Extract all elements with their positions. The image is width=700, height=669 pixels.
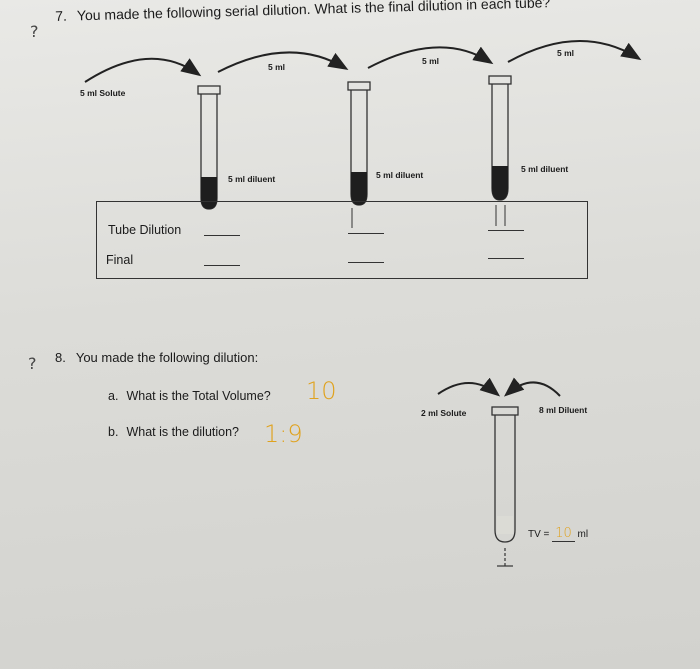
question-8-number: 8. [55,350,66,365]
solute-arrow [437,377,501,397]
row-label-tube-dilution: Tube Dilution [108,223,182,237]
q8-solute-label: 2 ml Solute [421,408,467,418]
test-tube-q8 [491,406,519,567]
transfer-label-2: 5 ml [422,56,440,66]
test-tube-3 [488,75,512,201]
q8-diluent-label: 8 ml Diluent [539,405,588,415]
tv-value: 10 [552,526,575,542]
blank-final-2[interactable] [348,262,384,263]
question-8b-letter: b. [108,425,119,439]
blank-tube-dilution-3[interactable] [488,230,524,231]
transfer-label-1: 5 ml [268,62,286,72]
question-8a: a. What is the Total Volume? [108,389,271,403]
question-8a-letter: a. [108,389,119,403]
question-8-text: You made the following dilution: [75,350,259,365]
blank-tube-dilution-1[interactable] [204,235,240,236]
dilution-table [96,201,588,279]
total-volume: TV = 10 ml [528,526,589,542]
question-8a-text: What is the Total Volume? [126,389,271,403]
question-8b-text: What is the dilution? [126,425,239,439]
test-tube-1 [197,85,221,210]
answer-8b: 1:9 [264,420,303,448]
solute-label: 5 ml Solute [80,88,126,98]
blank-final-1[interactable] [204,265,240,266]
test-tube-2 [347,81,371,206]
row-label-final: Final [106,253,134,267]
question-mark-8: ? [28,354,37,373]
diluent-label-1: 5 ml diluent [228,174,276,184]
diluent-label-3: 5 ml diluent [521,164,569,174]
tv-label: TV = [528,529,550,540]
transfer-arrow-1 [84,57,202,83]
diluent-arrow [503,377,561,397]
transfer-arrow-2 [217,51,349,73]
blank-final-3[interactable] [488,258,524,259]
blank-tube-dilution-2[interactable] [348,233,384,234]
answer-8a: 10 [306,377,337,405]
transfer-arrow-3 [367,46,494,69]
question-mark-7: ? [30,22,39,41]
question-8: 8. You made the following dilution: [55,350,258,365]
question-8b: b. What is the dilution? [108,425,239,439]
tv-unit: ml [577,529,589,540]
transfer-arrow-4 [507,40,642,63]
diluent-label-2: 5 ml diluent [376,170,424,180]
transfer-label-3: 5 ml [557,48,575,58]
